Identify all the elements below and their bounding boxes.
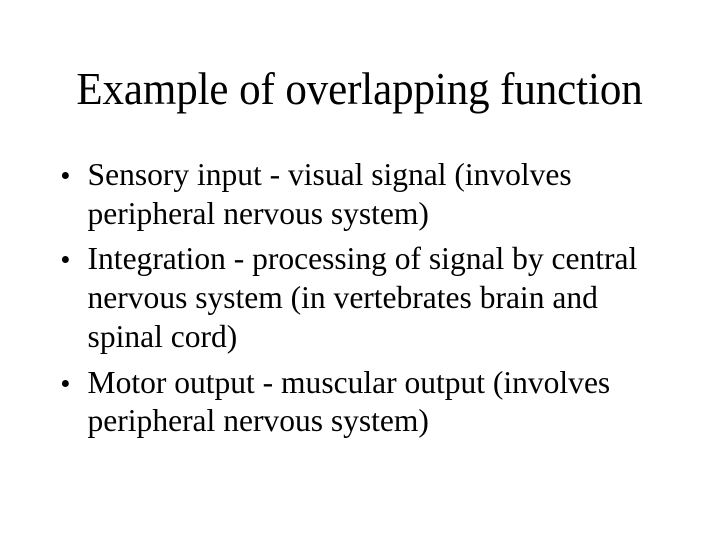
bullet-list: Sensory input - visual signal (involves … (58, 155, 668, 440)
page-title: Example of overlapping function (76, 64, 643, 114)
list-item-label: Motor output - muscular output (involves… (87, 363, 611, 439)
list-item-label: Sensory input - visual signal (involves … (87, 156, 572, 231)
round-bullet-icon (61, 172, 69, 179)
round-bullet-icon (61, 379, 69, 387)
list-item: Sensory input - visual signal (involves … (58, 155, 659, 232)
list-item-label: Integration - processing of signal by ce… (87, 240, 638, 354)
list-item: Motor output - muscular output (involves… (58, 363, 659, 440)
round-bullet-icon (61, 256, 69, 264)
list-item: Integration - processing of signal by ce… (58, 239, 659, 355)
